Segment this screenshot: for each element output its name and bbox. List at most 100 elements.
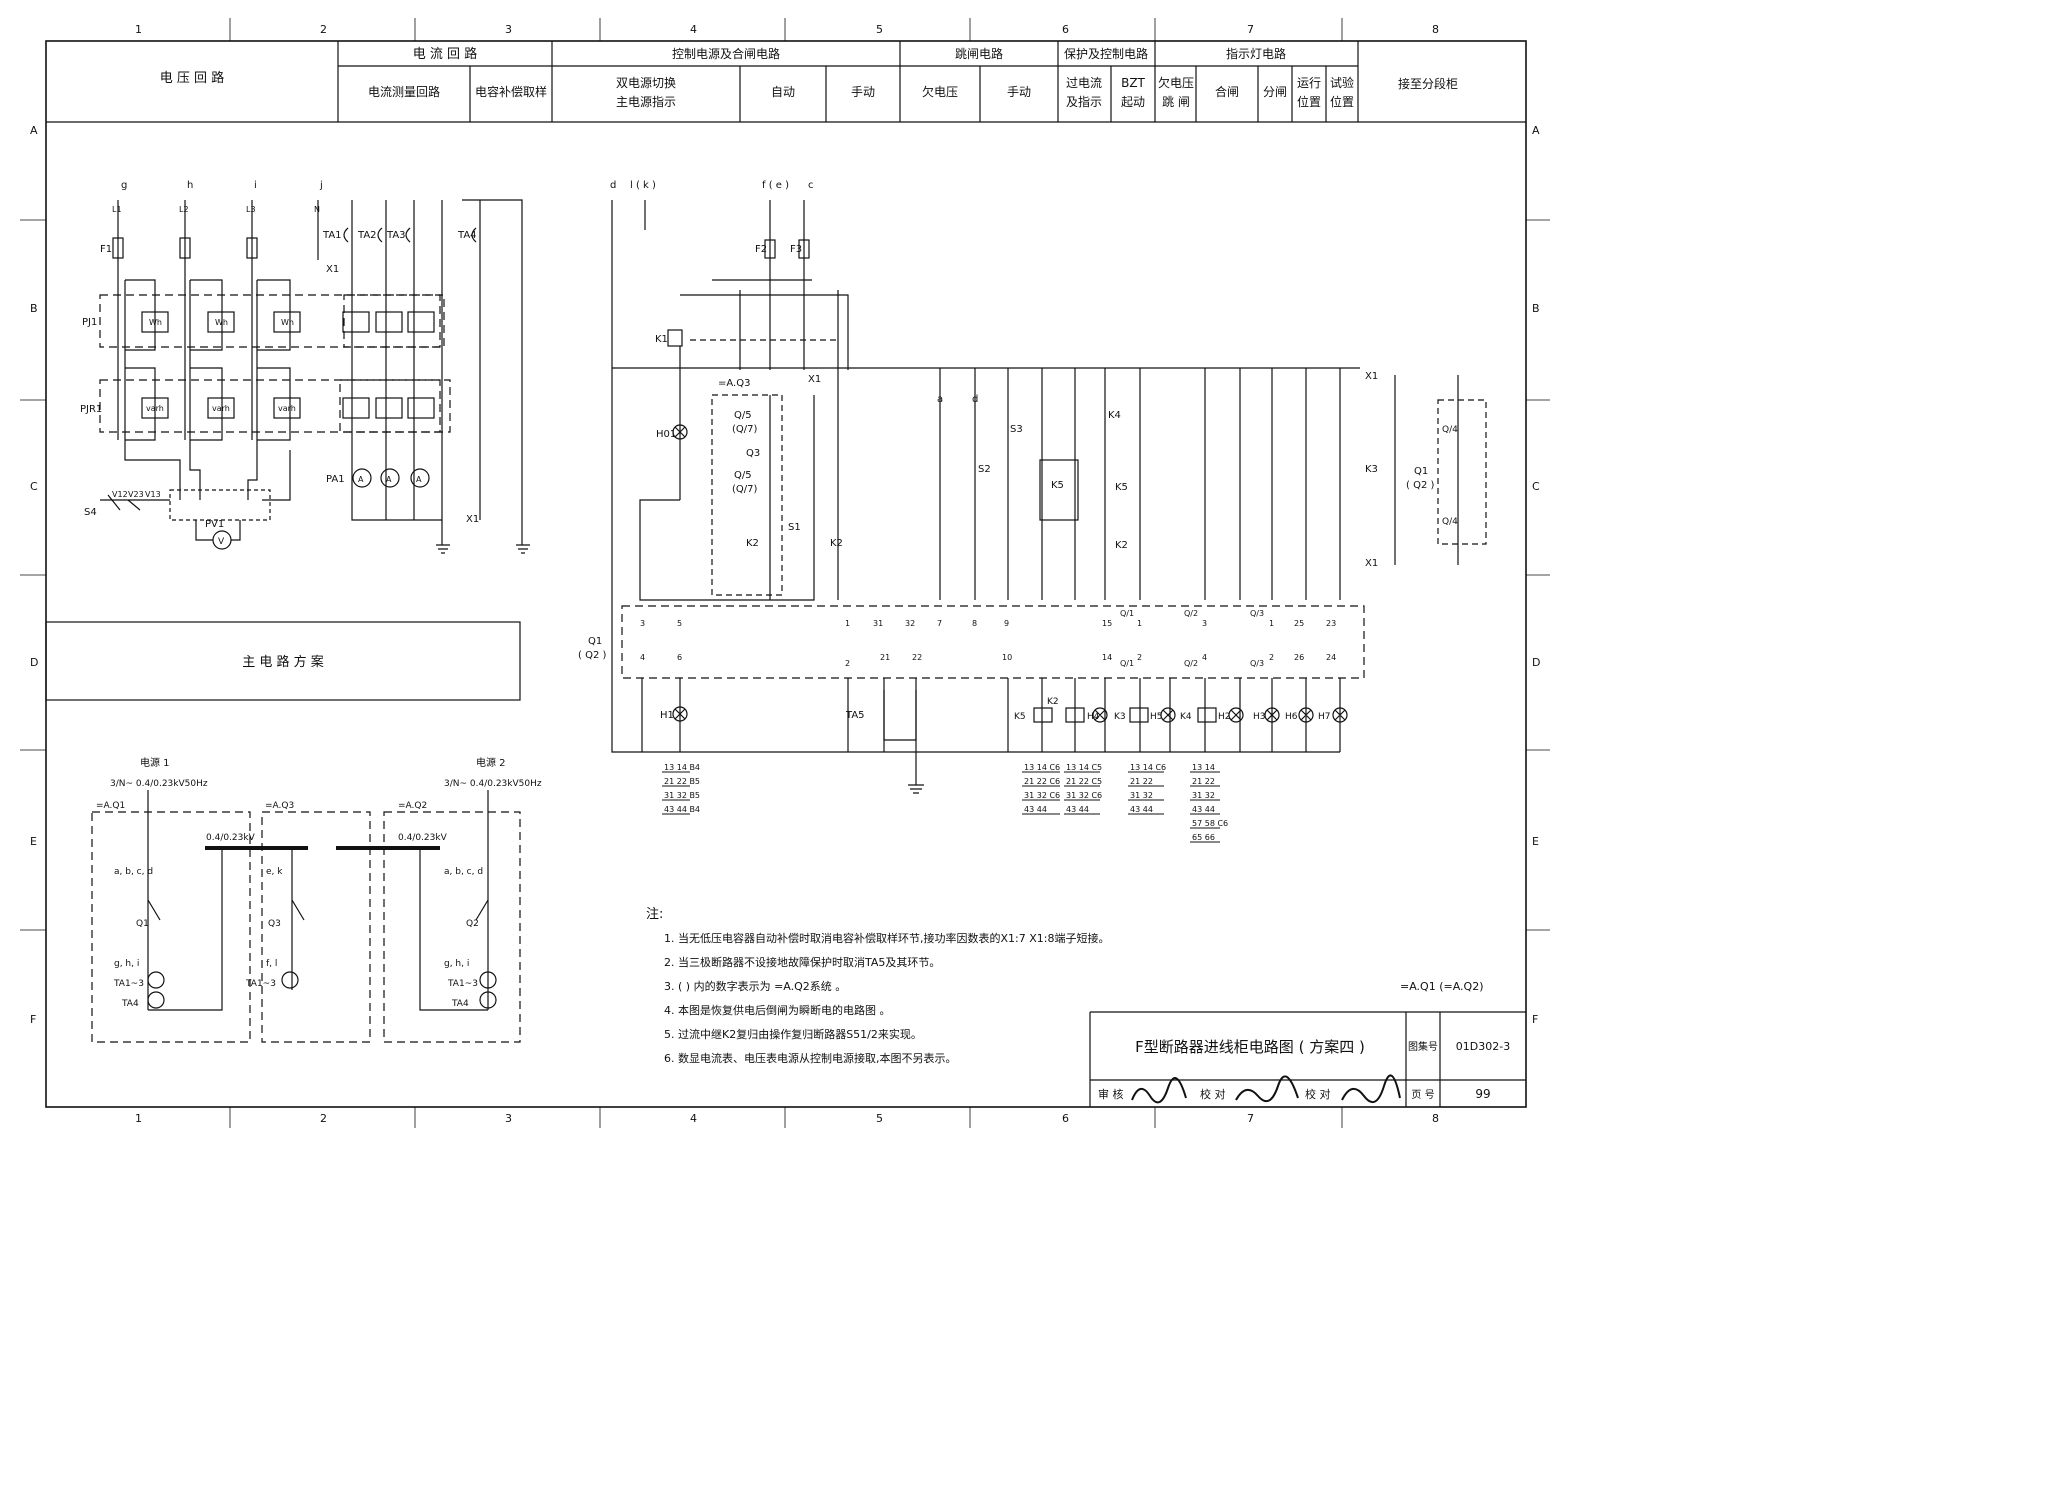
svg-text:31 32 C6: 31 32 C6 (1066, 791, 1102, 800)
svg-text:7: 7 (1247, 23, 1254, 36)
svg-text:(Q/7): (Q/7) (732, 484, 758, 495)
svg-text:Q/1: Q/1 (1120, 659, 1134, 668)
notes-title: 注: (646, 907, 663, 922)
svg-text:L2: L2 (179, 205, 189, 214)
svg-text:l ( k ): l ( k ) (630, 180, 656, 191)
svg-text:欠电压: 欠电压 (1158, 75, 1194, 90)
svg-text:过电流: 过电流 (1066, 76, 1102, 90)
svg-text:位置: 位置 (1297, 94, 1321, 109)
svg-text:6: 6 (677, 653, 682, 662)
svg-text:L1: L1 (112, 205, 122, 214)
q-note: =A.Q1 (=A.Q2) (1400, 980, 1483, 993)
svg-text:S2: S2 (978, 464, 991, 475)
svg-text:3: 3 (640, 619, 645, 628)
svg-text:V: V (218, 537, 225, 547)
svg-text:f ( e ): f ( e ) (762, 180, 789, 191)
svg-text:e, k: e, k (266, 867, 283, 877)
svg-text:varh: varh (278, 404, 296, 413)
svg-text:PA1: PA1 (326, 474, 345, 485)
svg-text:C: C (1532, 480, 1540, 493)
svg-text:跳闸电路: 跳闸电路 (955, 46, 1003, 61)
svg-text:K3: K3 (1114, 712, 1126, 722)
svg-text:TA1: TA1 (322, 230, 342, 241)
svg-text:1: 1 (1137, 619, 1142, 628)
svg-text:试验: 试验 (1330, 75, 1354, 90)
svg-text:43 44 B4: 43 44 B4 (664, 805, 700, 814)
svg-text:跳 闸: 跳 闸 (1162, 95, 1190, 109)
svg-text:BZT: BZT (1121, 76, 1145, 90)
svg-text:Q2: Q2 (466, 919, 479, 929)
svg-text:8: 8 (1432, 23, 1439, 36)
svg-text:TA1~3: TA1~3 (245, 979, 276, 989)
svg-text:F: F (30, 1013, 36, 1026)
svg-text:21: 21 (880, 653, 890, 662)
svg-text:N: N (314, 205, 320, 214)
svg-text:F: F (1532, 1013, 1538, 1026)
svg-text:6: 6 (1062, 23, 1069, 36)
svg-text:1: 1 (135, 23, 142, 36)
circuit-drawing-sheet: 1 2 3 4 5 6 7 8 1 2 3 4 5 6 7 8 A B C D … (20, 18, 1550, 1128)
signature-review (1131, 1077, 1187, 1104)
svg-text:5: 5 (677, 619, 682, 628)
svg-text:5: 5 (876, 1112, 883, 1125)
svg-text:32: 32 (905, 619, 915, 628)
svg-text:位置: 位置 (1330, 94, 1354, 109)
svg-text:Q1: Q1 (1414, 466, 1428, 477)
svg-text:L3: L3 (246, 205, 256, 214)
voltage-circuit-labels: g h i j L1 L2 L3 N F1 PJ1 PJR1 Wh Wh Wh … (80, 180, 323, 547)
page-number: 99 (1475, 1087, 1490, 1101)
svg-text:TA1~3: TA1~3 (113, 979, 144, 989)
svg-text:( Q2 ): ( Q2 ) (578, 650, 606, 661)
svg-text:5: 5 (876, 23, 883, 36)
svg-text:H4: H4 (1087, 712, 1100, 722)
svg-text:TA5: TA5 (845, 710, 865, 721)
svg-text:审 核: 审 核 (1098, 1087, 1124, 1101)
svg-text:57 58 C6: 57 58 C6 (1192, 819, 1228, 828)
svg-text:43 44: 43 44 (1024, 805, 1047, 814)
svg-text:Wh: Wh (281, 318, 294, 327)
svg-text:TA4: TA4 (451, 999, 469, 1009)
svg-text:Q/3: Q/3 (1250, 609, 1264, 618)
svg-text:g: g (121, 180, 127, 191)
svg-text:=A.Q3: =A.Q3 (718, 378, 750, 389)
svg-text:欠电压: 欠电压 (922, 84, 958, 99)
svg-text:2: 2 (1269, 653, 1274, 662)
svg-text:25: 25 (1294, 619, 1304, 628)
voltage-loop-header: 电 压 回 路 (160, 70, 224, 86)
svg-text:23: 23 (1326, 619, 1336, 628)
svg-text:指示灯电路: 指示灯电路 (1226, 46, 1286, 61)
svg-text:10: 10 (1002, 653, 1012, 662)
svg-text:C: C (30, 480, 38, 493)
svg-text:2: 2 (1137, 653, 1142, 662)
svg-text:13 14 B4: 13 14 B4 (664, 763, 700, 772)
svg-text:双电源切换: 双电源切换 (616, 76, 676, 90)
current-circuit (339, 199, 530, 554)
main-one-line-diagram (91, 790, 521, 1043)
svg-text:1: 1 (135, 1112, 142, 1125)
svg-text:分闸: 分闸 (1263, 85, 1287, 99)
svg-text:校 对: 校 对 (1200, 1087, 1226, 1101)
svg-text:F3: F3 (790, 244, 802, 255)
svg-text:1: 1 (1269, 619, 1274, 628)
svg-text:0.4/0.23kV: 0.4/0.23kV (206, 833, 256, 843)
svg-text:3: 3 (505, 1112, 512, 1125)
svg-text:varh: varh (146, 404, 164, 413)
svg-text:K3: K3 (1365, 464, 1378, 475)
title-block (1089, 1011, 1526, 1107)
svg-text:=A.Q1: =A.Q1 (96, 801, 125, 811)
svg-text:手动: 手动 (851, 85, 875, 99)
svg-text:31: 31 (873, 619, 883, 628)
svg-text:Wh: Wh (149, 318, 162, 327)
svg-text:D: D (30, 656, 38, 669)
svg-text:13 14 C6: 13 14 C6 (1024, 763, 1060, 772)
svg-text:电源 2: 电源 2 (476, 756, 506, 769)
svg-text:8: 8 (972, 619, 977, 628)
svg-text:X1: X1 (326, 264, 339, 275)
svg-text:1: 1 (845, 619, 850, 628)
svg-text:Q/5: Q/5 (734, 410, 752, 421)
svg-text:13 14 C6: 13 14 C6 (1130, 763, 1166, 772)
svg-text:14: 14 (1102, 653, 1112, 662)
svg-text:接至分段柜: 接至分段柜 (1398, 76, 1458, 91)
svg-text:a, b, c, d: a, b, c, d (114, 867, 153, 877)
svg-text:H1: H1 (660, 710, 674, 721)
